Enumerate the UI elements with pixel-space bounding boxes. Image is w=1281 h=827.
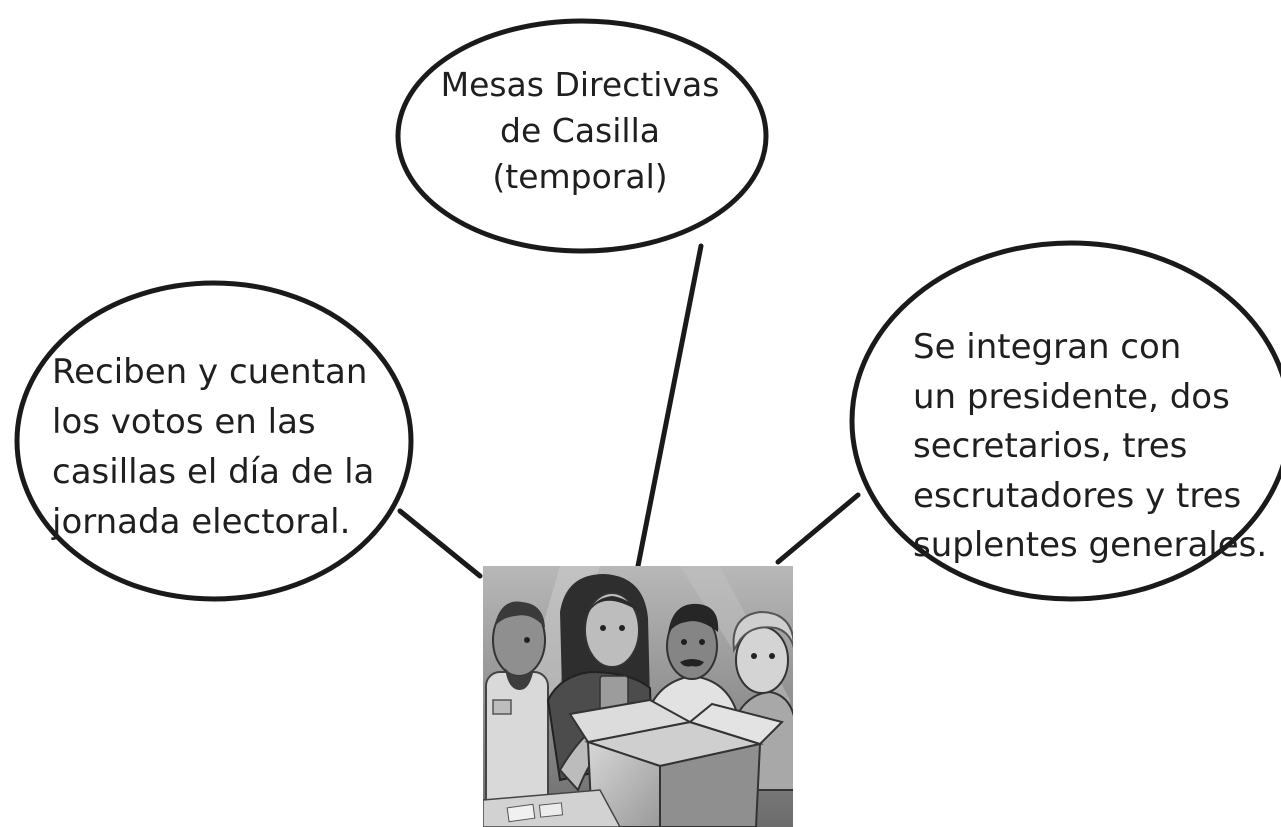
connector-right	[775, 492, 861, 565]
bubble-left-text: Reciben y cuentan los votos en las casil…	[52, 347, 375, 547]
bubble-right-line: suplentes generales.	[913, 525, 1268, 565]
people-ballot-box-illustration	[483, 566, 793, 827]
connector-top	[635, 243, 704, 569]
bubble-left-line: jornada electoral.	[52, 502, 351, 542]
bubble-left-line: Reciben y cuentan	[52, 352, 368, 392]
bubble-top-line: de Casilla	[500, 111, 660, 150]
bubble-top-line: (temporal)	[492, 157, 668, 196]
bubble-top-text: Mesas Directivas de Casilla (temporal)	[405, 62, 755, 200]
bubble-right-line: un presidente, dos	[913, 376, 1230, 417]
connector-left	[397, 508, 483, 579]
bubble-right-text: Se integran con un presidente, dos secre…	[913, 323, 1268, 571]
bubble-left	[14, 280, 414, 602]
bubble-top	[395, 18, 769, 254]
bubble-right-line: escrutadores y tres	[913, 475, 1242, 516]
bubble-right-line: secretarios, tres	[913, 426, 1188, 466]
bubble-left-line: los votos en las	[52, 402, 316, 442]
bubble-right-line: Se integran con	[913, 327, 1182, 367]
bubble-top-line: Mesas Directivas	[440, 65, 720, 104]
bubble-left-line: casillas el día de la	[52, 452, 375, 492]
bubble-right	[849, 240, 1281, 602]
